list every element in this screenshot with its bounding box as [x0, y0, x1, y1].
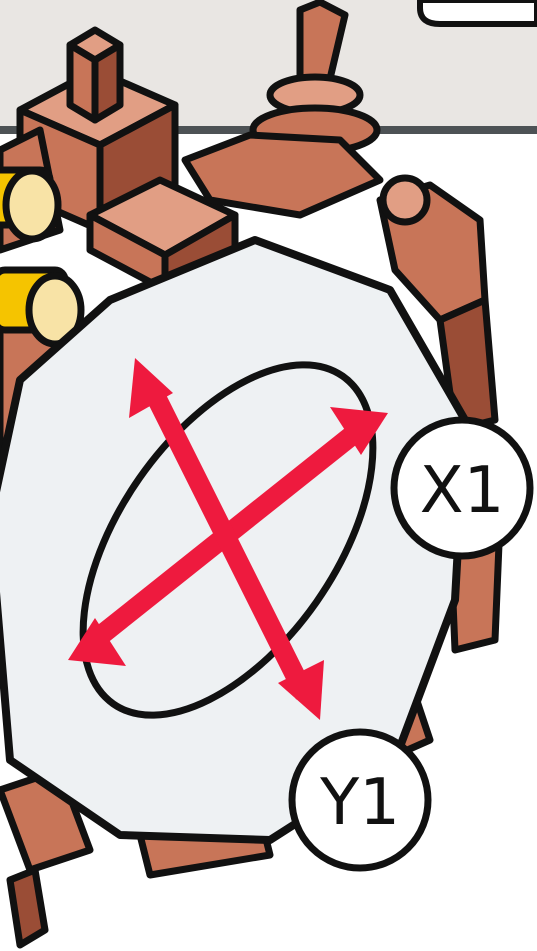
- svg-text:Y1: Y1: [319, 766, 400, 840]
- svg-text:X1: X1: [420, 454, 505, 528]
- y-axis-label: Y1: [292, 732, 428, 868]
- x-axis-label: X1: [394, 420, 530, 556]
